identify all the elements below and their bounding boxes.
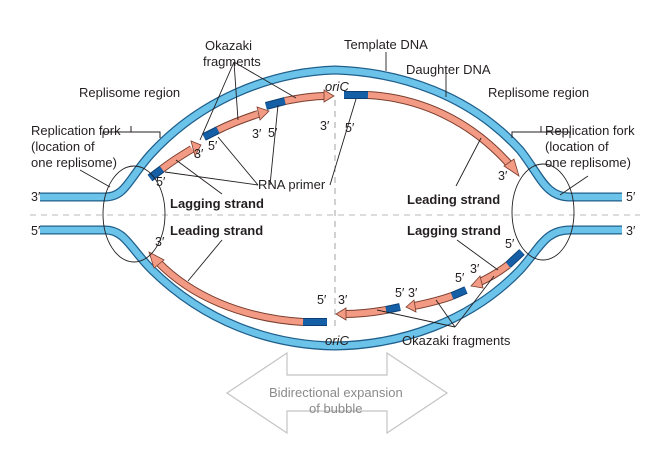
replisome-bracket-left <box>102 126 161 138</box>
leading-strand-label-top: Leading strand <box>407 192 500 207</box>
okazaki-fragment-top-3 <box>264 89 335 110</box>
top-frag3-3-label: 3′ <box>320 119 330 133</box>
top-leading-3-label: 3′ <box>498 169 508 183</box>
okazaki-fragment-top-2 <box>202 106 270 141</box>
fork-label-right-line1: Replication fork <box>545 123 635 138</box>
template-strand-bottom <box>40 225 622 351</box>
leading-strand-label-bottom: Leading strand <box>170 223 263 238</box>
expansion-label-line1: Bidirectional expansion <box>269 385 403 400</box>
fork-label-left-line3: one replisome) <box>31 155 117 170</box>
oric-label-bottom: oriC <box>325 333 349 348</box>
okazaki-fragment-bottom-2 <box>405 286 468 313</box>
leader-lines <box>79 52 589 328</box>
end-label-right-top: 5′ <box>626 190 636 204</box>
lagging-strand-label-bottom: Lagging strand <box>407 223 501 238</box>
replisome-ellipse-right <box>511 163 575 261</box>
fork-label-right-line2: (location of <box>545 139 609 154</box>
bot-frag-b-5-label: 5′ <box>395 286 405 300</box>
bot-frag-d-5-label: 5′ <box>505 237 515 251</box>
bot-frag-c-3-label: 3′ <box>470 262 480 276</box>
fork-label-left-line2: (location of <box>31 139 95 154</box>
expansion-label-line2: of bubble <box>309 401 363 416</box>
bot-frag-a-3-label: 3′ <box>338 293 348 307</box>
top-frag3-5-label: 5′ <box>268 126 278 140</box>
rna-primer-label: RNA primer <box>258 177 326 192</box>
end-label-left-top: 3′ <box>31 190 41 204</box>
top-leading-5-label: 5′ <box>345 121 355 135</box>
leading-strand-top <box>344 91 520 177</box>
replisome-bracket-right <box>511 126 571 138</box>
template-dna-label: Template DNA <box>344 37 428 52</box>
okazaki-fragment-top-1 <box>147 140 202 182</box>
okazaki-label-top-line1: Okazaki <box>205 38 252 53</box>
top-frag2-5-label: 5′ <box>208 139 218 153</box>
bot-leading-3-label: 3′ <box>155 235 165 249</box>
okazaki-label-bottom: Okazaki fragments <box>402 333 511 348</box>
template-strand-top <box>40 65 622 202</box>
okazaki-fragment-bottom-3 <box>470 249 525 289</box>
daughter-dna-label: Daughter DNA <box>406 62 491 77</box>
end-label-left-bottom: 5′ <box>31 224 41 238</box>
replisome-ellipse-left <box>102 165 166 263</box>
bot-frag-b-3-label: 3′ <box>408 286 418 300</box>
okazaki-fragment-bottom-1 <box>335 303 401 321</box>
okazaki-label-top-line2: fragments <box>203 54 261 69</box>
end-label-right-bottom: 3′ <box>626 224 636 238</box>
replisome-region-label-left: Replisome region <box>79 85 180 100</box>
top-frag1-3-label: 3′ <box>194 147 204 161</box>
bidirectional-expansion-arrow <box>225 351 449 435</box>
leading-strand-bottom <box>148 251 327 326</box>
top-frag1-5-label: 5′ <box>156 175 166 189</box>
bot-frag-c-5-label: 5′ <box>455 271 465 285</box>
lagging-strand-label-top: Lagging strand <box>170 196 264 211</box>
oric-label-top: oriC <box>325 79 349 94</box>
fork-label-left-line1: Replication fork <box>31 123 121 138</box>
bot-leading-5-label: 5′ <box>317 293 327 307</box>
replisome-region-label-right: Replisome region <box>488 85 589 100</box>
fork-label-right-line3: one replisome) <box>545 155 631 170</box>
top-frag2-3-label: 3′ <box>252 127 262 141</box>
